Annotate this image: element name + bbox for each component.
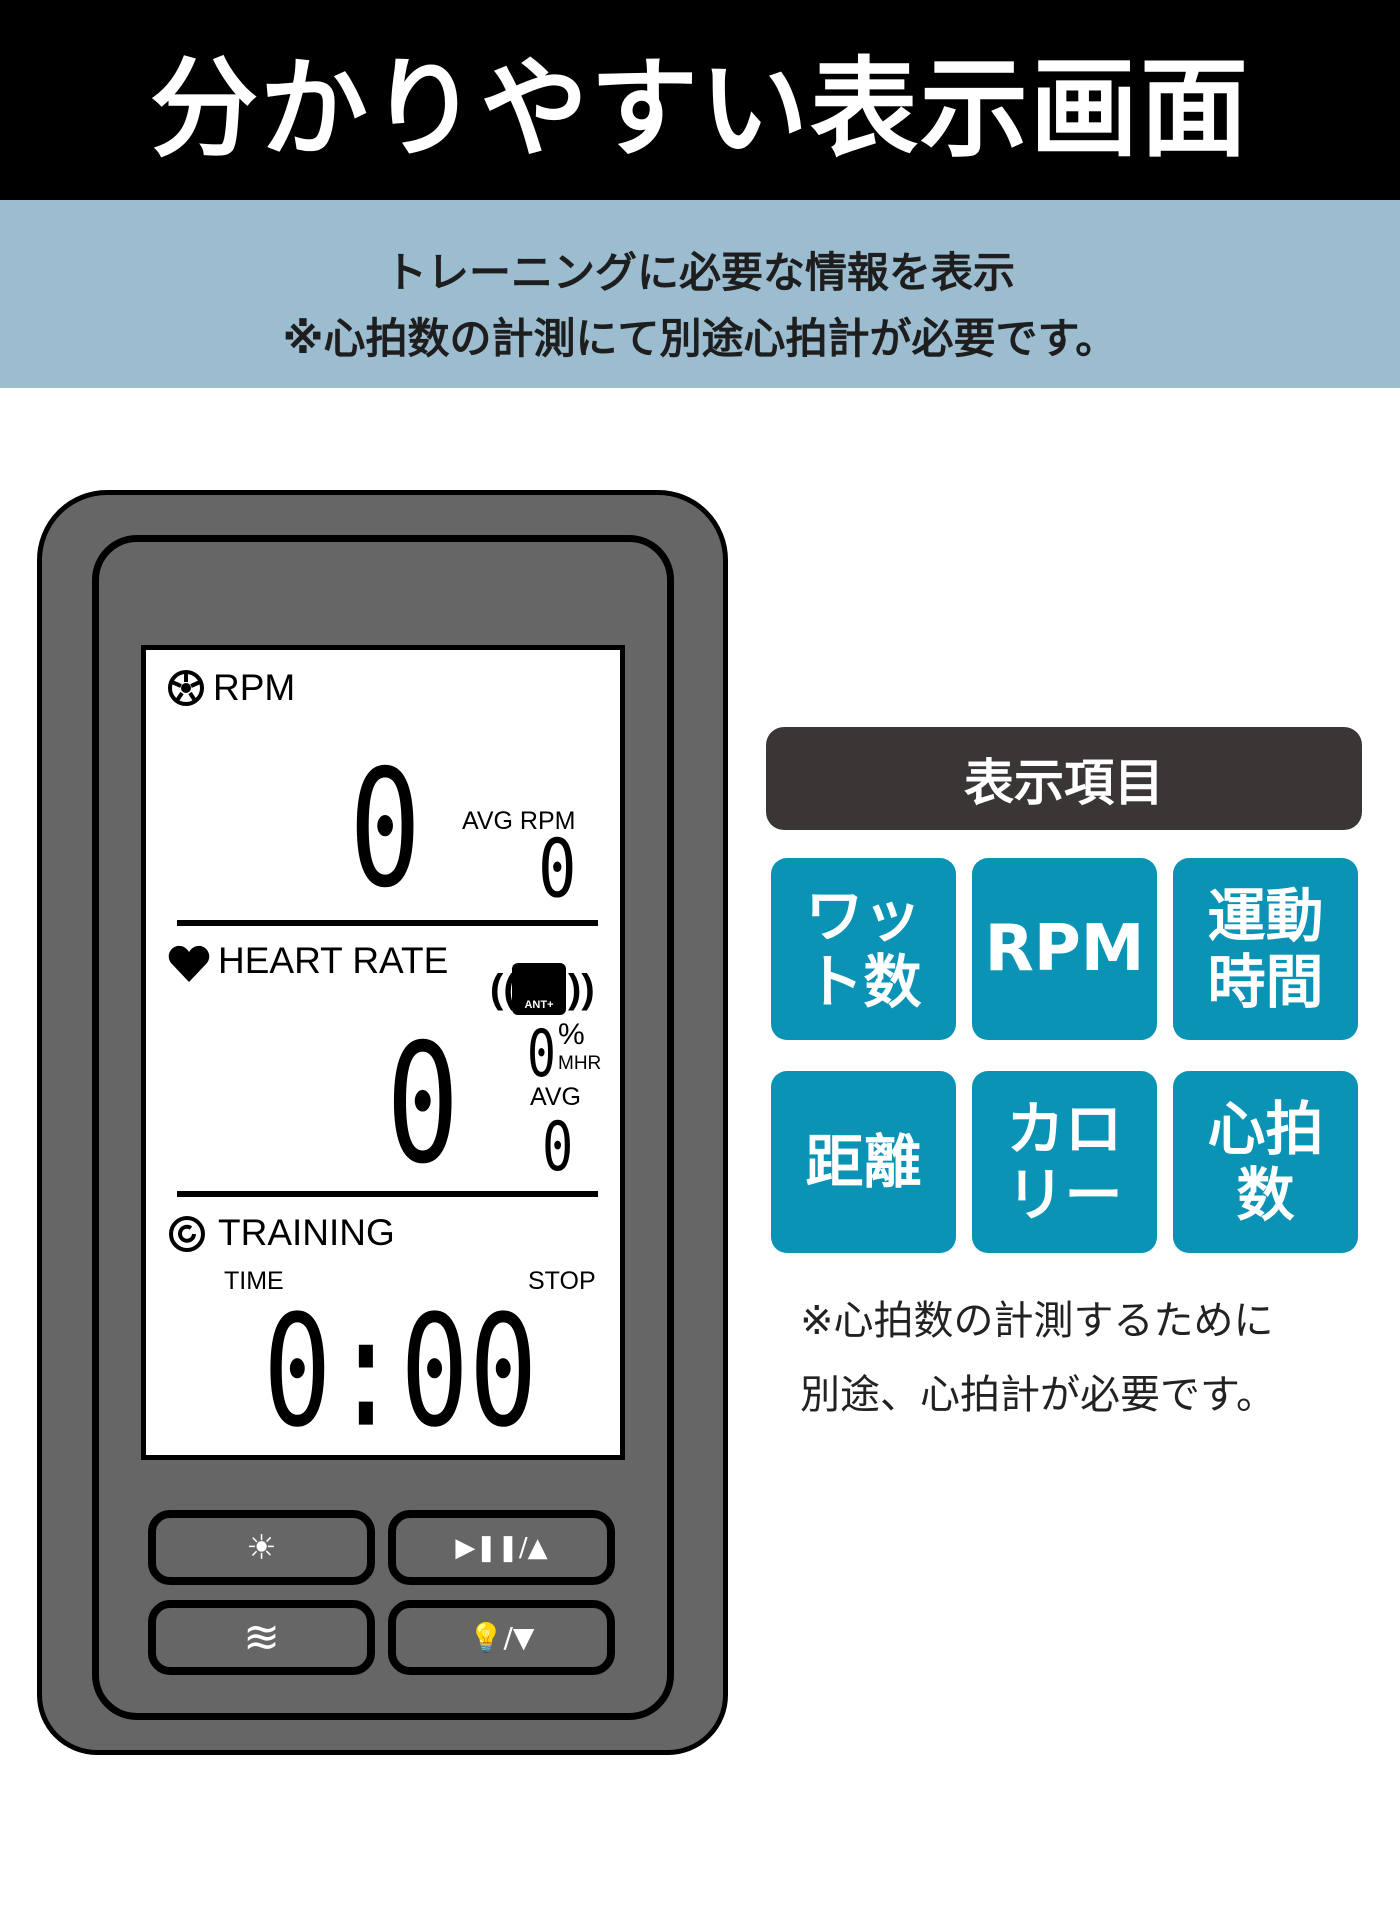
heart-rate-label: HEART RATE: [218, 940, 449, 981]
heart-icon: [168, 945, 210, 982]
hr-avg-label: AVG: [530, 1083, 581, 1111]
subtitle-line-1: トレーニングに必要な情報を表示: [384, 248, 1015, 297]
lcd-screen: RPM 0 AVG RPM 0 HEART RATE (( ANT+ )) 0 …: [141, 645, 625, 1460]
subtitle-band: トレーニングに必要な情報を表示 ※心拍数の計測にて別途心拍計が必要です。: [0, 200, 1400, 388]
avg-rpm-value: 0: [538, 823, 577, 917]
tile-calories: カロ リー: [972, 1071, 1157, 1253]
training-icon: [169, 1216, 205, 1252]
tile-rpm: RPM: [972, 858, 1157, 1040]
percent-sign: %: [558, 1018, 585, 1051]
time-label: TIME: [224, 1267, 284, 1295]
rpm-value: 0: [349, 736, 422, 925]
subtitle-line-2: ※心拍数の計測にて別途心拍計が必要です。: [282, 314, 1118, 363]
wave-icon: ≋: [243, 1612, 280, 1663]
mhr-value: 0: [527, 1016, 556, 1093]
training-label: TRAINING: [218, 1212, 395, 1253]
mhr-label: MHR: [558, 1053, 602, 1074]
tile-time: 運動 時間: [1173, 858, 1358, 1040]
training-status: STOP: [528, 1267, 596, 1295]
note-line-2: 別途、心拍計が必要です。: [800, 1372, 1276, 1418]
play-pause-up-icon: ▶❚❚/▲: [455, 1532, 548, 1563]
avg-rpm-label: AVG RPM: [462, 807, 576, 835]
bulb-down-button[interactable]: 💡/▼: [388, 1600, 615, 1675]
ant-plus-icon: (( ANT+ )): [490, 963, 595, 1015]
heart-rate-value: 0: [386, 1008, 460, 1201]
divider: [177, 1191, 598, 1197]
note-line-1: ※心拍数の計測するために: [800, 1298, 1274, 1344]
ant-plus-badge: ANT+: [512, 963, 566, 1015]
rpm-label: RPM: [213, 667, 296, 708]
wave-button[interactable]: ≋: [148, 1600, 375, 1675]
page-title: 分かりやすい表示画面: [0, 0, 1400, 200]
panel-title: 表示項目: [766, 727, 1362, 830]
tile-watts: ワッ ト数: [771, 858, 956, 1040]
brightness-button[interactable]: ☀: [148, 1510, 375, 1585]
play-pause-up-button[interactable]: ▶❚❚/▲: [388, 1510, 615, 1585]
tile-heart-rate: 心拍 数: [1173, 1071, 1358, 1253]
tile-distance: 距離: [771, 1071, 956, 1253]
bulb-down-icon: 💡/▼: [468, 1621, 535, 1654]
rpm-icon: [168, 670, 204, 706]
device-bezel: [92, 535, 674, 1720]
brightness-icon: ☀: [246, 1527, 277, 1568]
divider: [177, 920, 598, 926]
training-time: 0:00: [263, 1281, 538, 1462]
hr-avg-value: 0: [542, 1108, 574, 1187]
